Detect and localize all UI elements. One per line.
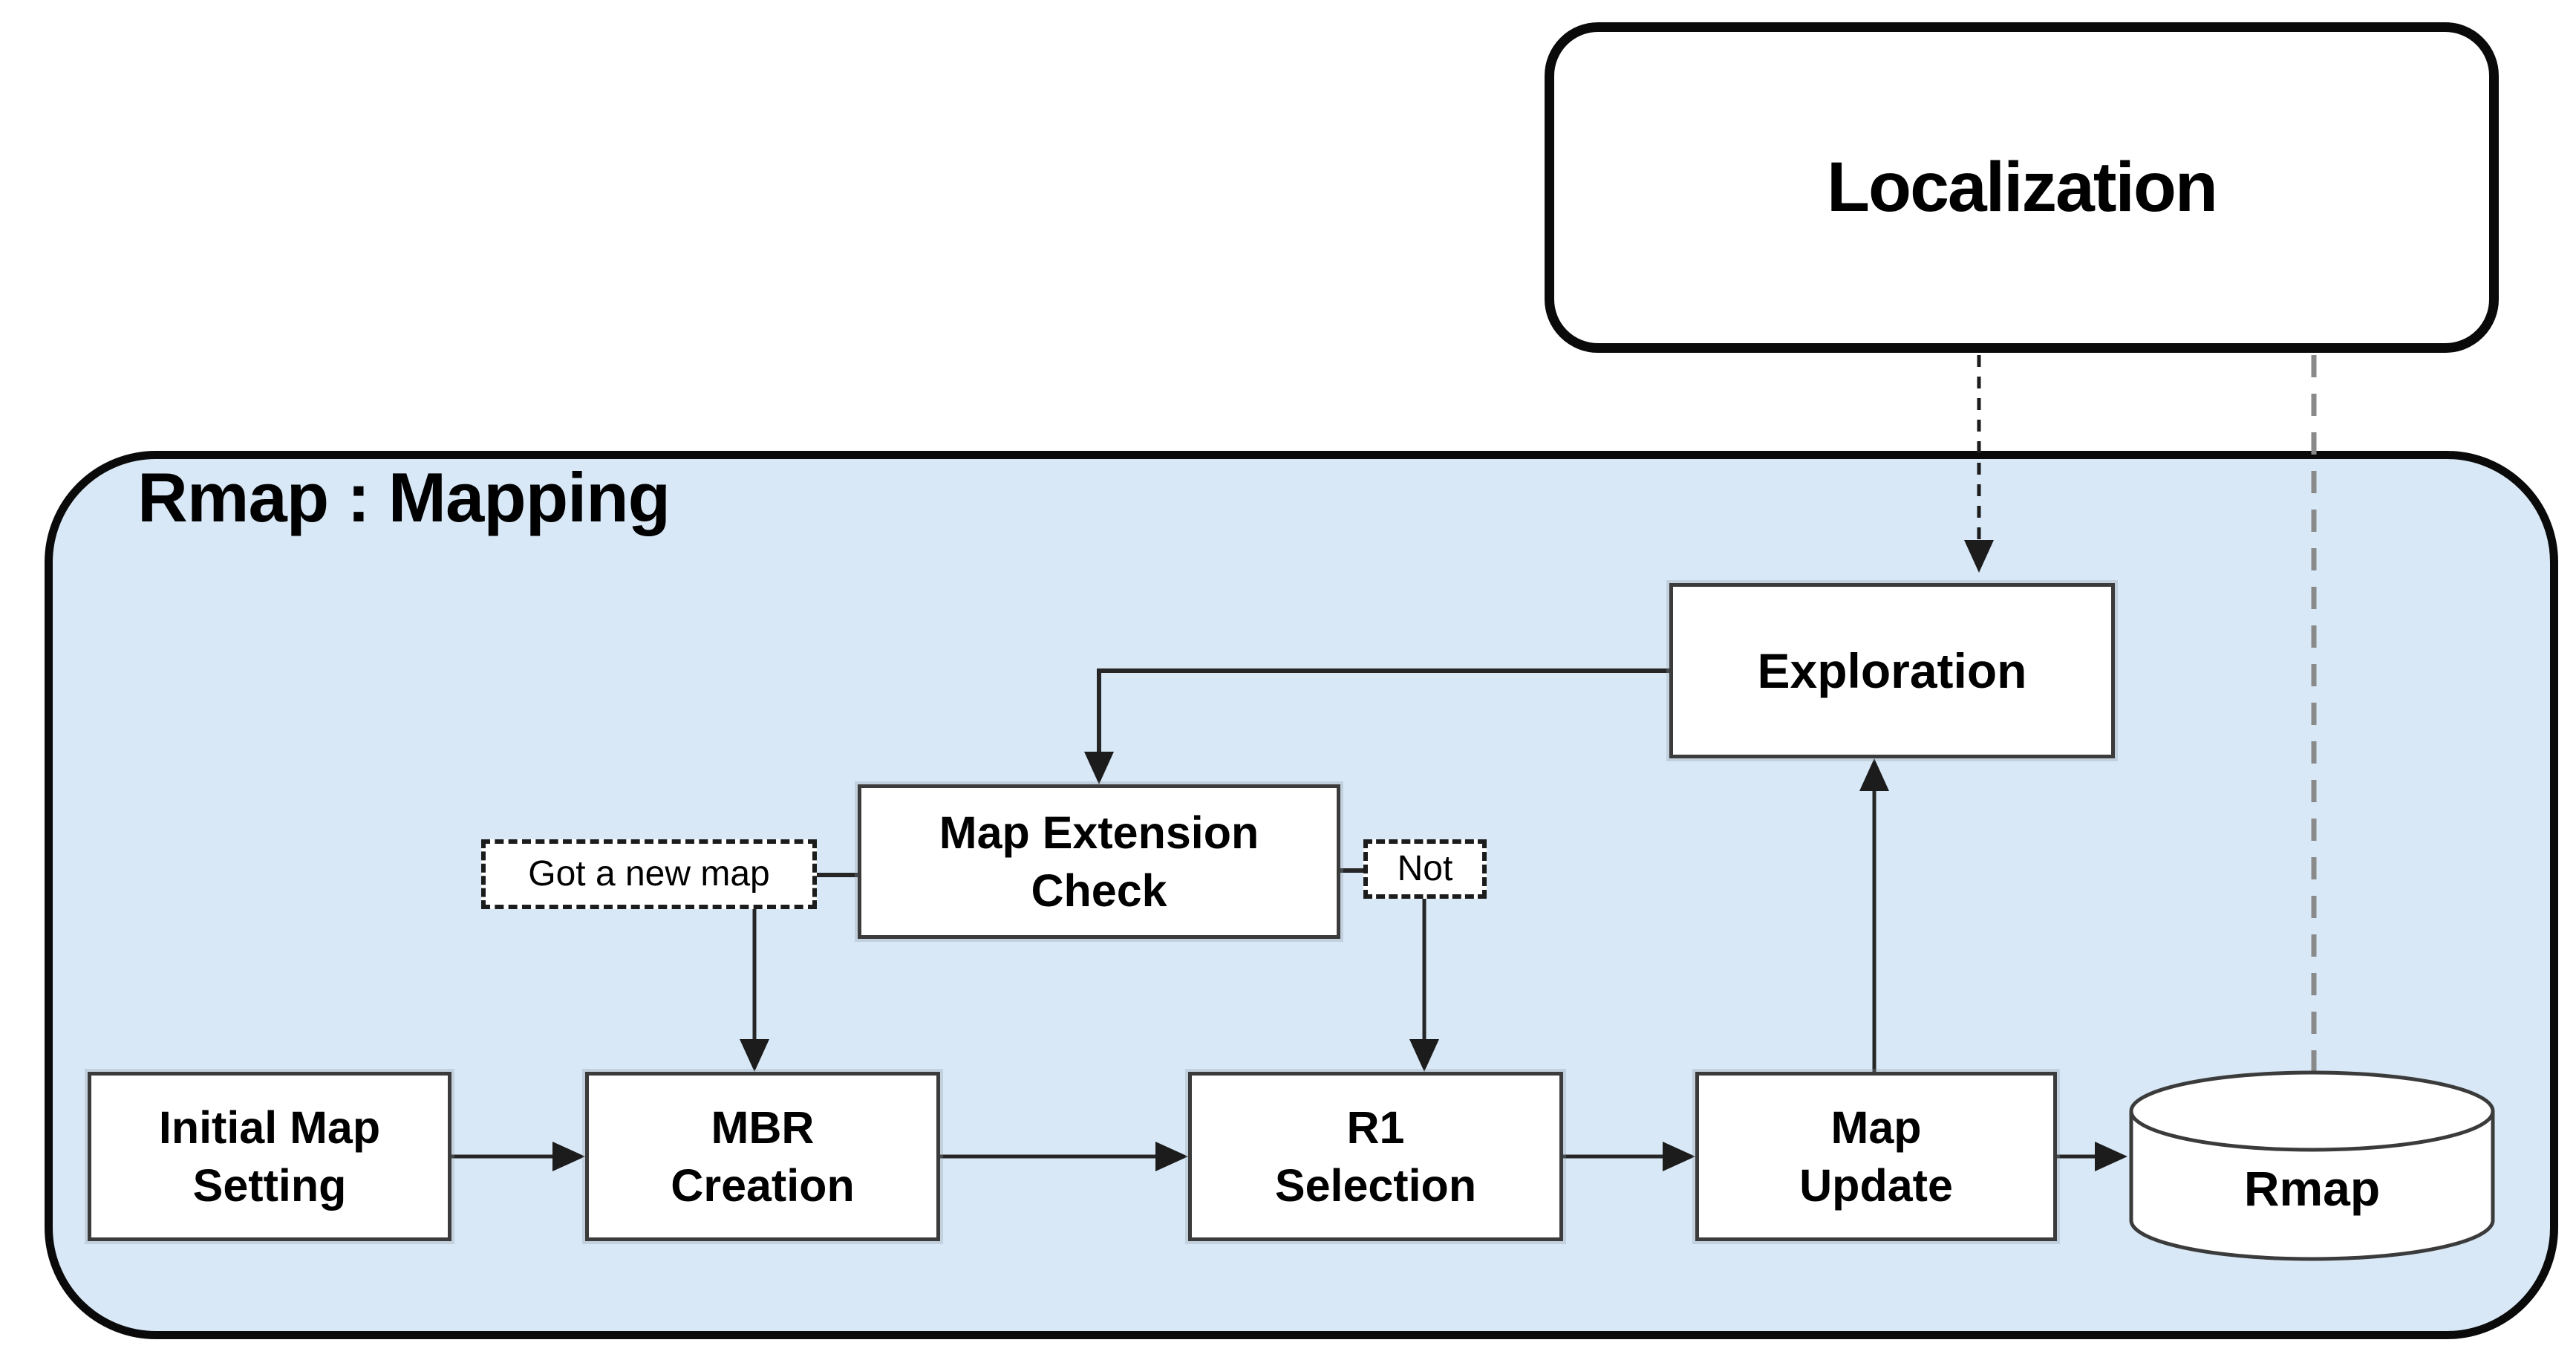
- node-exploration: Exploration: [1669, 583, 2115, 758]
- cylinder-shape: [2129, 1070, 2495, 1261]
- node-map-extension-check: Map Extension Check: [858, 784, 1340, 939]
- localization-box: Localization: [1545, 22, 2499, 353]
- label-not: Not: [1363, 839, 1487, 899]
- node-mbr-creation: MBR Creation: [585, 1072, 940, 1241]
- container-title: Rmap : Mapping: [137, 458, 671, 536]
- label-got-a-new-map: Got a new map: [481, 839, 817, 909]
- localization-label: Localization: [1827, 148, 2218, 227]
- rmap-store-label: Rmap: [2243, 1160, 2381, 1216]
- rmap-database-cylinder: Rmap: [2127, 1067, 2497, 1263]
- node-map-update: Map Update: [1695, 1072, 2057, 1241]
- node-r1-selection: R1 Selection: [1188, 1072, 1563, 1241]
- connector-exploration-to-mec: [1084, 668, 1669, 784]
- node-initial-map-setting: Initial Map Setting: [88, 1072, 451, 1241]
